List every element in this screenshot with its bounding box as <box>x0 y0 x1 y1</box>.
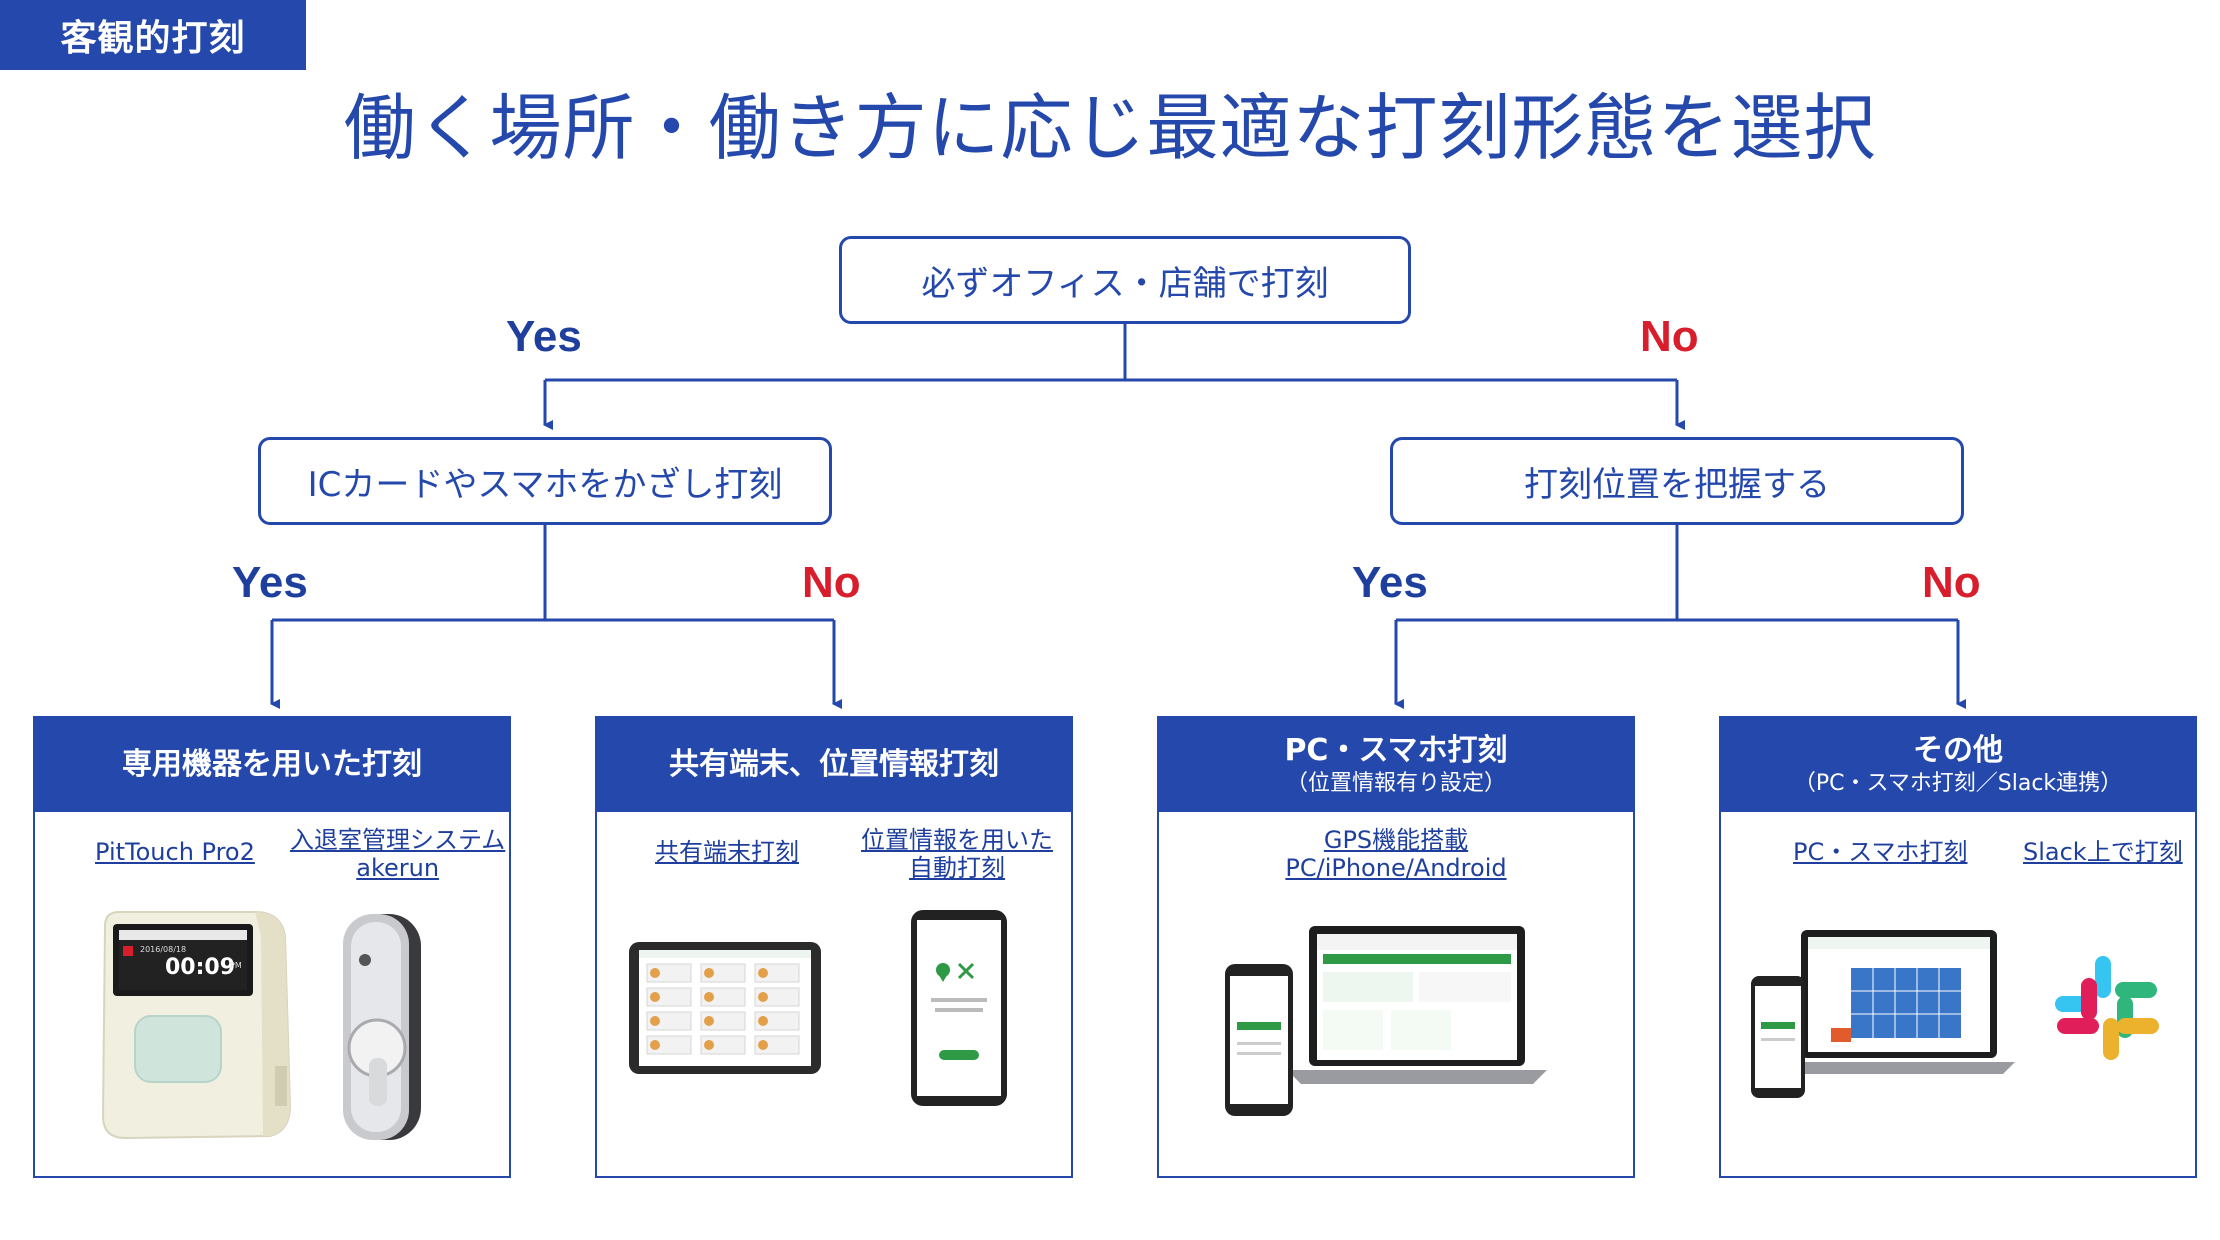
link-text: GPS機能搭載 <box>1323 826 1469 854</box>
answer-right-yes: Yes <box>1352 558 1428 607</box>
link-shared-terminal[interactable]: 共有端末打刻 <box>655 838 799 866</box>
link-akerun[interactable]: 入退室管理システム akerun <box>290 826 505 882</box>
link-slack[interactable]: Slack上で打刻 <box>2023 838 2183 866</box>
card-header: 共有端末、位置情報打刻 <box>597 718 1071 812</box>
card-title: 専用機器を用いた打刻 <box>122 747 422 782</box>
card-subtitle: （PC・スマホ打刻／Slack連携） <box>1793 771 2123 796</box>
laptop-calendar-image <box>1781 930 2015 1074</box>
answer-left-yes: Yes <box>232 558 308 607</box>
link-pittouch[interactable]: PitTouch Pro2 <box>95 838 255 866</box>
akerun-device-image <box>343 914 421 1140</box>
smartphone-image <box>1225 964 1293 1116</box>
question-left: ICカードやスマホをかざし打刻 <box>258 437 832 525</box>
card-pc-smartphone: PC・スマホ打刻 （位置情報有り設定） GPS機能搭載 PC/iPhone/An… <box>1157 716 1635 1178</box>
pittouch-ampm: PM <box>230 961 242 970</box>
link-auto-location[interactable]: 位置情報を用いた 自動打刻 <box>861 826 1053 882</box>
smartphone-location-image <box>911 910 1007 1106</box>
answer-right-no: No <box>1922 558 1981 607</box>
link-text: PC/iPhone/Android <box>1285 854 1507 882</box>
link-text: 入退室管理システム <box>290 826 506 854</box>
link-text: akerun <box>356 854 440 882</box>
link-text: PitTouch Pro2 <box>95 838 255 866</box>
card-title: その他 <box>1913 733 2003 768</box>
link-text: PC・スマホ打刻 <box>1793 838 1968 866</box>
question-root: 必ずオフィス・店舗で打刻 <box>839 236 1411 324</box>
link-text: 位置情報を用いた <box>861 826 1053 854</box>
answer-root-yes: Yes <box>506 312 582 361</box>
pittouch-time: 00:09 <box>165 955 235 980</box>
link-text: 共有端末打刻 <box>655 838 799 866</box>
smartphone-image <box>1751 976 1805 1098</box>
link-pc-smartphone[interactable]: PC・スマホ打刻 <box>1793 838 1968 866</box>
card-header: PC・スマホ打刻 （位置情報有り設定） <box>1159 718 1633 812</box>
category-tag: 客観的打刻 <box>0 0 306 70</box>
card-header: その他 （PC・スマホ打刻／Slack連携） <box>1721 718 2195 812</box>
page-title: 働く場所・働き方に応じ最適な打刻形態を選択 <box>343 86 1877 170</box>
link-gps-devices[interactable]: GPS機能搭載 PC/iPhone/Android <box>1159 826 1633 882</box>
card-other: その他 （PC・スマホ打刻／Slack連携） PC・スマホ打刻 Slack上で打… <box>1719 716 2197 1178</box>
laptop-image <box>1287 926 1547 1084</box>
question-right: 打刻位置を把握する <box>1390 437 1964 525</box>
card-dedicated-device: 専用機器を用いた打刻 PitTouch Pro2 入退室管理システム akeru… <box>33 716 511 1178</box>
card-title: 共有端末、位置情報打刻 <box>669 747 999 782</box>
pittouch-device-image: 2016/08/18 00:09 PM <box>101 911 292 1140</box>
card-header: 専用機器を用いた打刻 <box>35 718 509 812</box>
answer-left-no: No <box>802 558 861 607</box>
card-shared-terminal: 共有端末、位置情報打刻 共有端末打刻 位置情報を用いた 自動打刻 <box>595 716 1073 1178</box>
answer-root-no: No <box>1640 312 1699 361</box>
link-text: 自動打刻 <box>909 854 1005 882</box>
slack-logo-icon <box>2055 956 2159 1060</box>
pittouch-date: 2016/08/18 <box>140 945 186 954</box>
tablet-image <box>629 942 821 1074</box>
card-subtitle: （位置情報有り設定） <box>1285 771 1506 796</box>
card-title: PC・スマホ打刻 <box>1284 733 1508 768</box>
link-text: Slack上で打刻 <box>2023 838 2183 866</box>
